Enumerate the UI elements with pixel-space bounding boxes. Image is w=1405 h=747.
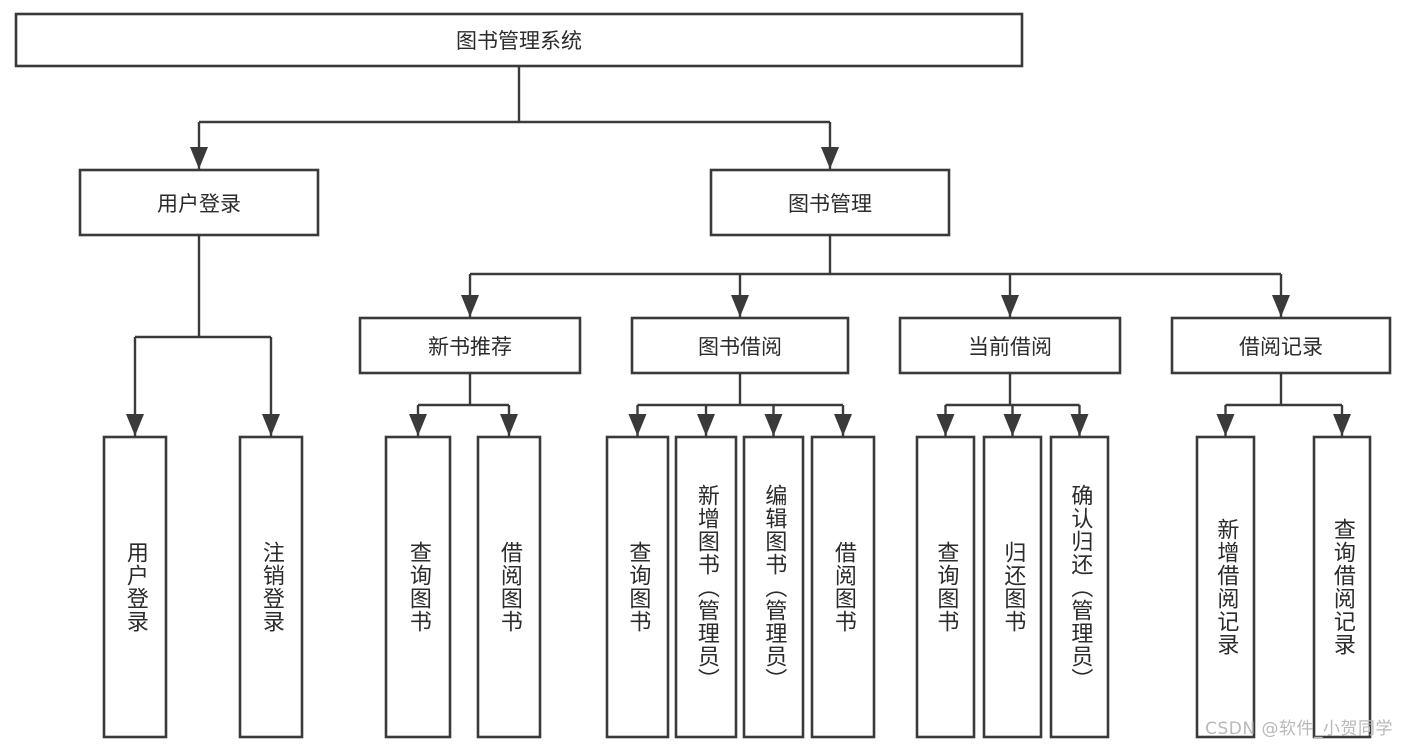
node-box-leaf-query-book-borrow[interactable] [605,435,670,739]
arrow-head-leaf-borrow-book [834,414,852,436]
node-box-new-book-recommend[interactable] [358,316,582,375]
nodes-layer [14,12,1392,739]
node-box-current-borrow[interactable] [898,316,1122,375]
node-box-leaf-borrow-book[interactable] [810,435,876,739]
watermark: CSDN @软件_小贺同学 [1205,719,1393,739]
arrow-head-leaf-user-login [126,414,144,436]
node-box-book-manage[interactable] [709,168,951,237]
node-box-leaf-return-book[interactable] [982,435,1043,739]
arrow-head-leaf-user-logout [262,414,280,436]
arrow-head-leaf-query-book-current [936,414,955,436]
node-box-leaf-borrow-book-recommend[interactable] [476,435,542,739]
node-box-leaf-query-book-current[interactable] [915,435,976,739]
node-box-leaf-user-login[interactable] [102,435,168,739]
arrow-head-leaf-add-borrow-record [1216,414,1235,436]
node-box-user-login[interactable] [78,168,320,237]
arrow-head-new-book-recommend [461,295,479,317]
arrow-head-leaf-edit-book [764,414,783,436]
arrow-head-book-borrow [731,295,749,317]
node-box-leaf-query-book-recommend[interactable] [384,435,452,739]
arrow-head-current-borrow [1001,295,1019,317]
arrow-head-leaf-query-book-recommend [409,414,427,436]
arrow-head-user-login [190,147,208,169]
arrow-head-leaf-add-book [697,414,715,436]
arrow-head-leaf-return-book [1003,414,1022,436]
node-box-root[interactable] [14,12,1024,68]
node-box-leaf-confirm-return[interactable] [1049,435,1110,739]
arrow-head-book-manage [821,147,839,169]
node-box-leaf-query-borrow-record[interactable] [1312,435,1372,739]
node-box-leaf-edit-book[interactable] [742,435,805,739]
arrow-head-leaf-confirm-return [1070,414,1089,436]
node-box-leaf-add-book[interactable] [674,435,738,739]
arrow-head-leaf-borrow-book-recommend [500,414,518,436]
arrow-head-borrow-record [1272,295,1290,317]
arrow-head-leaf-query-book-borrow [628,414,647,436]
node-box-book-borrow[interactable] [630,316,850,375]
node-box-leaf-user-logout[interactable] [238,435,304,739]
arrow-head-leaf-query-borrow-record [1333,414,1351,436]
node-box-borrow-record[interactable] [1170,316,1392,375]
edges-layer [126,66,1351,436]
node-box-leaf-add-borrow-record[interactable] [1195,435,1256,739]
